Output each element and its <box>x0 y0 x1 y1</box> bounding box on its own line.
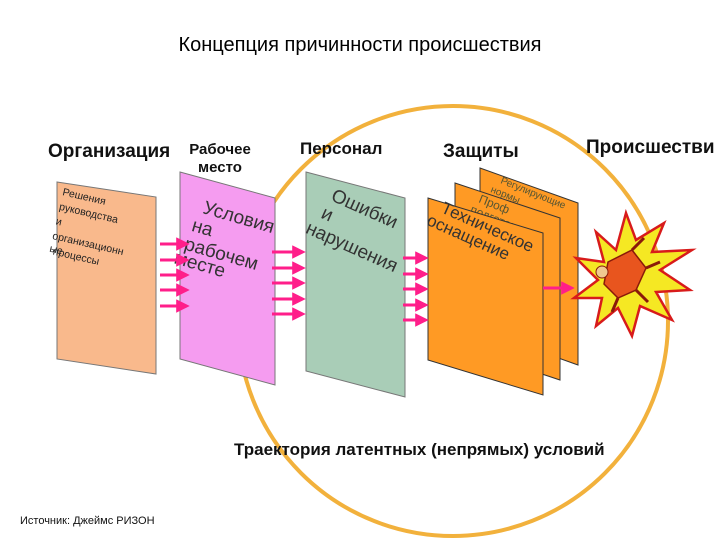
header-workplace: Рабочее место <box>189 141 251 176</box>
header-incident: Происшестви <box>586 137 715 158</box>
header-organization: Организация <box>48 141 171 162</box>
trajectory-arrows <box>160 237 575 327</box>
personnel-panel <box>305 171 406 398</box>
header-defenses: Защиты <box>443 141 519 162</box>
source-caption: Источник: Джеймс РИЗОН <box>20 515 155 527</box>
trajectory-label: Траектория латентных (непрямых) условий <box>234 440 605 459</box>
falling-worker-icon <box>595 236 661 313</box>
org-line-3: и <box>55 215 64 228</box>
header-personnel: Персонал <box>300 139 383 158</box>
org-line-5: ые <box>48 243 64 258</box>
organization-panel <box>56 181 157 375</box>
diagram-title: Концепция причинности происшествия <box>178 34 542 56</box>
